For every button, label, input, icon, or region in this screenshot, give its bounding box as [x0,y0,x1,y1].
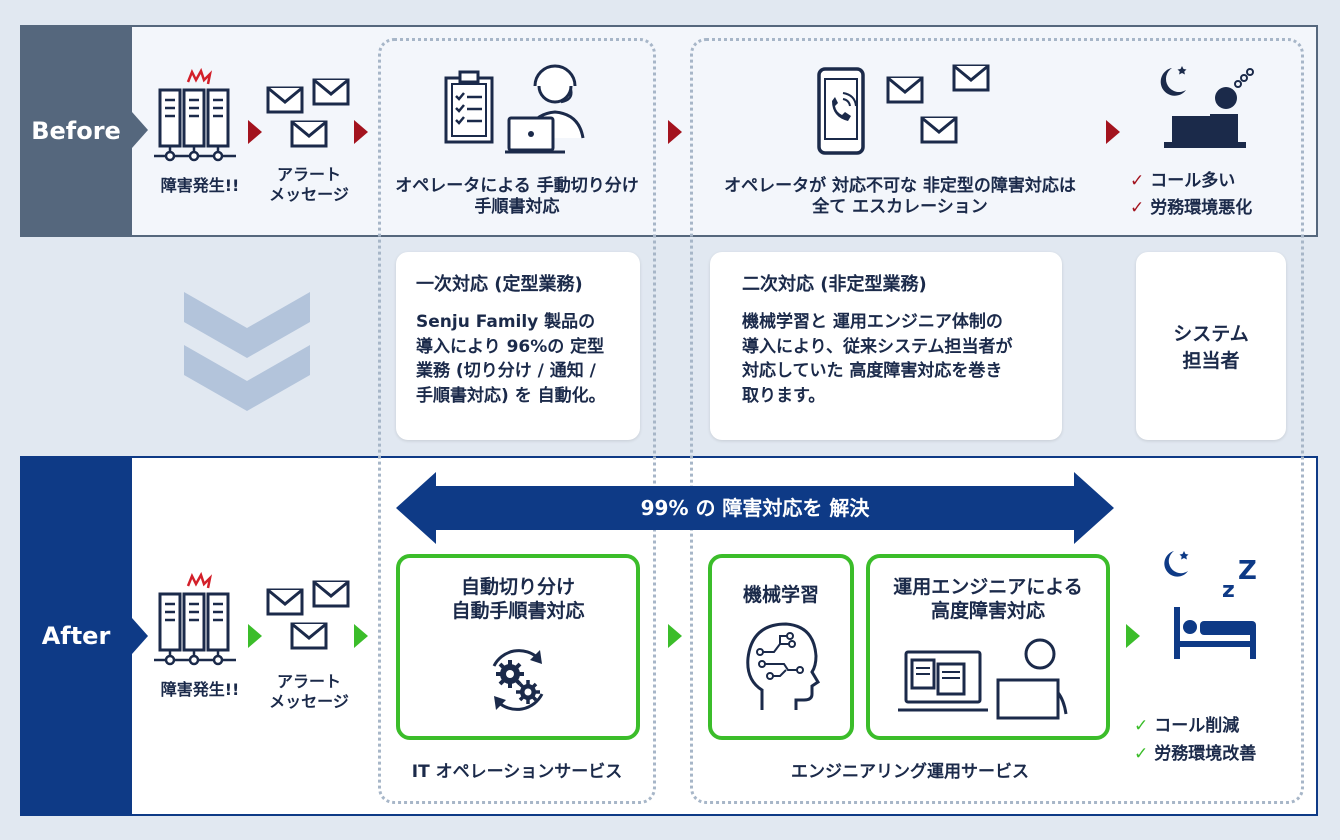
before-flow-arrow-4 [1106,120,1120,144]
clipboard-checklist-icon [444,70,494,144]
before-alert-label-line2: メッセージ [269,185,349,204]
svg-text:z: z [1222,578,1235,603]
engineer-workstation-icon [898,638,1068,719]
smartphone-call-icon [817,67,865,155]
before-alert-label: アラート メッセージ [254,165,364,205]
after-flow-arrow-2 [354,624,368,648]
secondary-response-card: 二次対応 (非定型業務) 機械学習と 運用エンジニア体制の 導入により、従来シス… [710,252,1062,440]
before-flow-arrow-2 [354,120,368,144]
system-staff-card: システム 担当者 [1136,252,1286,440]
primary-card-body-line: Senju Family 製品の [416,312,596,332]
auto-box-title: 自動切り分け 自動手順書対応 [400,576,636,624]
it-operation-service-label: IT オペレーションサービス [411,762,623,782]
auto-isolation-box: 自動切り分け 自動手順書対応 [396,554,640,740]
before-escalation-line2: 全て エスカレーション [812,197,988,218]
after-tab: After [20,456,132,816]
server-rack-icon [154,68,236,162]
secondary-card-body-line: 導入により、従来システム担当者が [742,336,1013,357]
after-tab-label: After [41,622,111,650]
before-flow-arrow-1 [248,120,262,144]
engineering-service-label: エンジニアリング運用サービス [791,762,1029,782]
before-escalation-label: オペレータが 対応不可な 非定型の障害対応は 全て エスカレーション [700,176,1100,219]
envelope-icon [886,64,990,144]
before-tab-point [132,112,148,148]
primary-card-title: 一次対応 (定型業務) [416,274,583,295]
before-result-item: ✓労務環境悪化 [1130,195,1290,222]
before-tab-label: Before [31,117,121,145]
primary-card-body-line: 手順書対応) を 自動化。 [416,385,606,406]
envelope-icon [266,78,350,148]
after-alert-label-line2: メッセージ [269,692,349,711]
after-incident-label: 障害発生!! [160,680,240,699]
tired-worker-icon [1160,66,1254,148]
operator-headset-icon [505,64,585,154]
before-flow-arrow-3 [668,120,682,144]
engineer-box-line1: 運用エンジニアによる [893,576,1083,598]
after-flow-arrow-4 [1126,624,1140,648]
down-chevron-icon [184,292,310,411]
after-result-text: 労務環境改善 [1154,744,1257,765]
before-incident-label: 障害発生!! [160,176,240,195]
ml-box-title: 機械学習 [742,584,819,606]
before-alert-label-line1: アラート [276,165,341,184]
secondary-card-title: 二次対応 (非定型業務) [742,274,927,295]
primary-column-outline [378,38,656,804]
engineer-box-title: 運用エンジニアによる 高度障害対応 [870,576,1106,624]
after-alert-label-line1: アラート [276,672,341,691]
check-icon: ✓ [1134,744,1149,765]
before-results: ✓コール多い ✓労務環境悪化 [1130,168,1290,222]
system-staff-line: システム [1173,323,1249,345]
before-result-text: 労務環境悪化 [1150,198,1253,219]
after-result-item: ✓労務環境改善 [1134,740,1304,768]
check-icon: ✓ [1130,198,1145,219]
system-staff-line: 担当者 [1182,350,1240,372]
secondary-card-body-line: 取ります。 [742,385,826,406]
after-flow-arrow-1 [248,624,262,648]
after-result-item: ✓コール削減 [1134,712,1304,740]
after-result-text: コール削減 [1154,716,1240,736]
secondary-card-body-line: 機械学習と 運用エンジニア体制の [742,312,1003,332]
after-flow-arrow-3 [668,624,682,648]
check-icon: ✓ [1130,171,1145,191]
before-result-text: コール多い [1150,171,1236,191]
primary-response-card: 一次対応 (定型業務) Senju Family 製品の 導入により 96%の … [396,252,640,440]
after-alert-label: アラート メッセージ [254,672,364,712]
before-operator-label: オペレータによる 手動切り分け 手順書対応 [380,176,654,219]
before-operator-label-line2: 手順書対応 [474,197,560,218]
before-escalation-line1: オペレータが 対応不可な 非定型の障害対応は [724,176,1076,196]
engineer-response-box: 運用エンジニアによる 高度障害対応 [866,554,1110,740]
auto-box-line1: 自動切り分け [460,576,575,598]
resolution-banner-arrow [396,472,1114,544]
machine-learning-box: 機械学習 [708,554,854,740]
before-result-item: ✓コール多い [1130,168,1290,195]
secondary-card-body-line: 対応していた 高度障害対応を巻き [742,361,1003,382]
ai-head-icon [746,622,821,710]
bed-sleep-icon: z Z [1164,551,1257,659]
after-results: ✓コール削減 ✓労務環境改善 [1134,712,1304,768]
secondary-column-outline [690,38,1304,804]
before-tab: Before [20,25,132,237]
after-tab-point [132,618,148,654]
gear-cycle-icon [492,648,544,711]
primary-card-body-line: 導入により 96%の 定型 [416,336,605,357]
check-icon: ✓ [1134,716,1149,736]
svg-text:Z: Z [1238,556,1257,586]
auto-box-line2: 自動手順書対応 [451,599,585,622]
before-operator-label-line1: オペレータによる 手動切り分け [395,176,639,196]
resolution-banner-text: 99% の 障害対応を 解決 [640,496,870,520]
server-rack-icon [154,572,236,666]
engineer-box-line2: 高度障害対応 [930,599,1045,622]
envelope-icon [266,580,350,650]
primary-card-body-line: 業務 (切り分け / 通知 / [416,361,596,382]
